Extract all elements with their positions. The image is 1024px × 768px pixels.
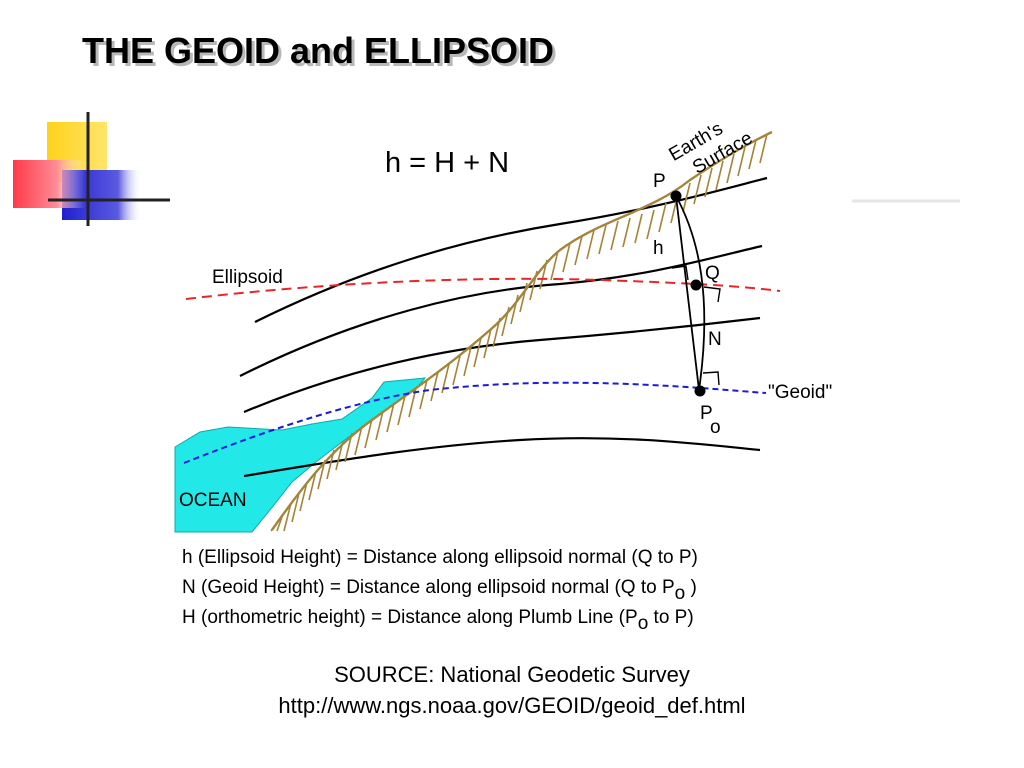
contour-line-2 (239, 244, 763, 377)
right-angle-marker-q (703, 286, 721, 303)
source-url: http://www.ngs.noaa.gov/GEOID/geoid_def.… (278, 693, 746, 718)
point-p-label: P (653, 171, 666, 192)
definition-n-subscript: o (674, 583, 686, 604)
equation-label: h = H + N (385, 147, 509, 179)
decorative-logo (13, 112, 170, 226)
definition-n: N (Geoid Height) = Distance along ellips… (182, 573, 698, 604)
point-po-label: P (700, 403, 713, 424)
point-po-subscript: o (710, 417, 721, 438)
terrain-hatching (270, 133, 768, 532)
measurement-lines (671, 195, 721, 391)
contour-line-3 (243, 316, 761, 414)
definition-H: H (orthometric height) = Distance along … (182, 603, 698, 634)
right-angle-marker-po (702, 371, 720, 386)
ellipsoid-label: Ellipsoid (212, 267, 283, 288)
ocean-label: OCEAN (179, 490, 247, 511)
definition-h: h (Ellipsoid Height) = Distance along el… (182, 543, 698, 573)
point-p-marker (670, 190, 682, 202)
h-label: h (653, 238, 664, 259)
definition-H-subscript: o (637, 613, 649, 634)
geoid-label: "Geoid" (768, 382, 832, 403)
definition-n-closing: ) (685, 577, 697, 598)
point-q-marker (690, 279, 702, 291)
geoid-curve (183, 381, 767, 464)
contour-line-1 (254, 176, 768, 323)
point-po-marker (694, 385, 706, 397)
definition-h-text: h (Ellipsoid Height) = Distance along el… (182, 547, 698, 568)
point-q-label: Q (705, 263, 720, 284)
definition-n-text: N (Geoid Height) = Distance along ellips… (182, 577, 675, 598)
n-label: N (708, 329, 722, 350)
ellipsoid-normal-line (675, 195, 700, 391)
definition-H-closing: to P) (648, 607, 694, 628)
plumb-line (675, 195, 706, 391)
right-angle-marker-h (671, 265, 689, 281)
definitions-block: h (Ellipsoid Height) = Distance along el… (182, 543, 698, 634)
source-credit: SOURCE: National Geodetic Survey (334, 662, 690, 687)
ellipsoid-curve (185, 277, 781, 300)
definition-H-text: H (orthometric height) = Distance along … (182, 607, 638, 628)
slide-title: THE GEOID and ELLIPSOID (82, 30, 555, 71)
